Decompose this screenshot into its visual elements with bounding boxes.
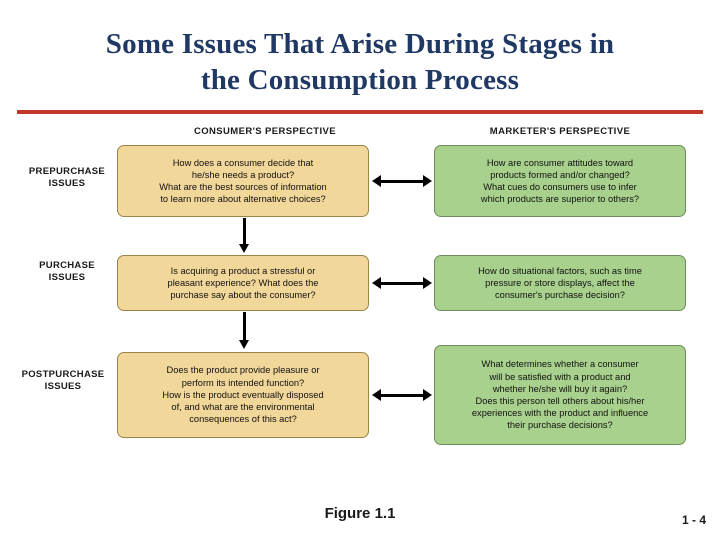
box-prepurchase-consumer-line-3: What are the best sources of information bbox=[159, 182, 327, 192]
row-label-postpurchase: POSTPURCHASE ISSUES bbox=[8, 369, 118, 393]
box-purchase-marketer-line-1: How do situational factors, such as time bbox=[478, 265, 642, 276]
box-purchase-marketer: How do situational factors, such as time… bbox=[434, 255, 686, 311]
box-postpurchase-marketer-line-3: whether he/she will buy it again? bbox=[492, 383, 628, 394]
row-label-purchase-line-1: PURCHASE bbox=[39, 260, 95, 271]
box-prepurchase-consumer: How does a consumer decide that he/she n… bbox=[117, 145, 369, 217]
box-postpurchase-consumer-line-3: How is the product eventually disposed bbox=[162, 389, 324, 400]
box-prepurchase-marketer: How are consumer attitudes toward produc… bbox=[434, 145, 686, 217]
figure-caption: Figure 1.1 bbox=[324, 505, 396, 522]
box-prepurchase-consumer-line-2: he/she needs a product? bbox=[191, 169, 295, 180]
arrow-row1-horizontal bbox=[372, 175, 432, 187]
arrow-row3-horizontal bbox=[372, 389, 432, 401]
page-title-line-2: the Consumption Process bbox=[200, 64, 520, 96]
row-label-prepurchase-line-1: PREPURCHASE bbox=[28, 166, 106, 177]
box-postpurchase-marketer-line-2: will be satisfied with a product and bbox=[489, 371, 631, 382]
box-prepurchase-marketer-line-4: which products are superior to others? bbox=[480, 194, 640, 205]
column-header-marketer: MARKETER'S PERSPECTIVE bbox=[489, 126, 631, 137]
arrow-row2-horizontal bbox=[372, 277, 432, 289]
page-title-line-1: Some Issues That Arise During Stages in bbox=[105, 28, 615, 60]
box-postpurchase-marketer-line-6: their purchase decisions? bbox=[507, 420, 613, 431]
box-postpurchase-consumer-line-2: perform its intended function? bbox=[181, 377, 305, 388]
box-postpurchase-consumer: Does the product provide pleasure or per… bbox=[117, 352, 369, 438]
row-label-purchase: PURCHASE ISSUES bbox=[12, 260, 122, 284]
box-prepurchase-consumer-line-4: to learn more about alternative choices? bbox=[160, 194, 326, 205]
row-label-prepurchase: PREPURCHASE ISSUES bbox=[12, 166, 122, 190]
title-divider bbox=[17, 110, 703, 114]
box-postpurchase-marketer: What determines whether a consumer will … bbox=[434, 345, 686, 445]
box-prepurchase-marketer-line-2: products formed and/or changed? bbox=[490, 169, 630, 180]
page-title: Some Issues That Arise During Stages in … bbox=[0, 0, 720, 98]
box-postpurchase-marketer-line-5: experiences with the product and influen… bbox=[471, 408, 649, 419]
row-label-prepurchase-line-2: ISSUES bbox=[48, 178, 86, 189]
box-purchase-consumer: Is acquiring a product a stressful or pl… bbox=[117, 255, 369, 311]
box-purchase-consumer-line-2: pleasant experience? What does the bbox=[167, 277, 319, 288]
box-postpurchase-consumer-line-1: Does the product provide pleasure or bbox=[166, 365, 320, 376]
figure-consumption-process: CONSUMER'S PERSPECTIVE MARKETER'S PERSPE… bbox=[0, 114, 720, 474]
box-purchase-consumer-line-1: Is acquiring a product a stressful or bbox=[170, 265, 316, 276]
box-prepurchase-consumer-line-1: How does a consumer decide that bbox=[172, 157, 314, 168]
row-label-postpurchase-line-1: POSTPURCHASE bbox=[21, 369, 105, 380]
box-purchase-marketer-line-3: consumer's purchase decision? bbox=[495, 290, 625, 301]
box-postpurchase-marketer-line-4: Does this person tell others about his/h… bbox=[475, 396, 645, 406]
row-label-postpurchase-line-2: ISSUES bbox=[44, 381, 82, 392]
row-label-purchase-line-2: ISSUES bbox=[48, 272, 86, 283]
page-number: 1 - 4 bbox=[681, 513, 706, 527]
column-header-consumer: CONSUMER'S PERSPECTIVE bbox=[194, 126, 336, 137]
box-postpurchase-marketer-line-1: What determines whether a consumer bbox=[481, 359, 639, 370]
box-purchase-marketer-line-2: pressure or store displays, affect the bbox=[485, 277, 635, 288]
box-postpurchase-consumer-line-5: consequences of this act? bbox=[189, 414, 297, 425]
box-purchase-consumer-line-3: purchase say about the consumer? bbox=[170, 290, 316, 301]
box-prepurchase-marketer-line-1: How are consumer attitudes toward bbox=[486, 157, 634, 168]
box-prepurchase-marketer-line-3: What cues do consumers use to infer bbox=[483, 182, 637, 192]
box-postpurchase-consumer-line-4: of, and what are the environmental bbox=[171, 402, 315, 413]
